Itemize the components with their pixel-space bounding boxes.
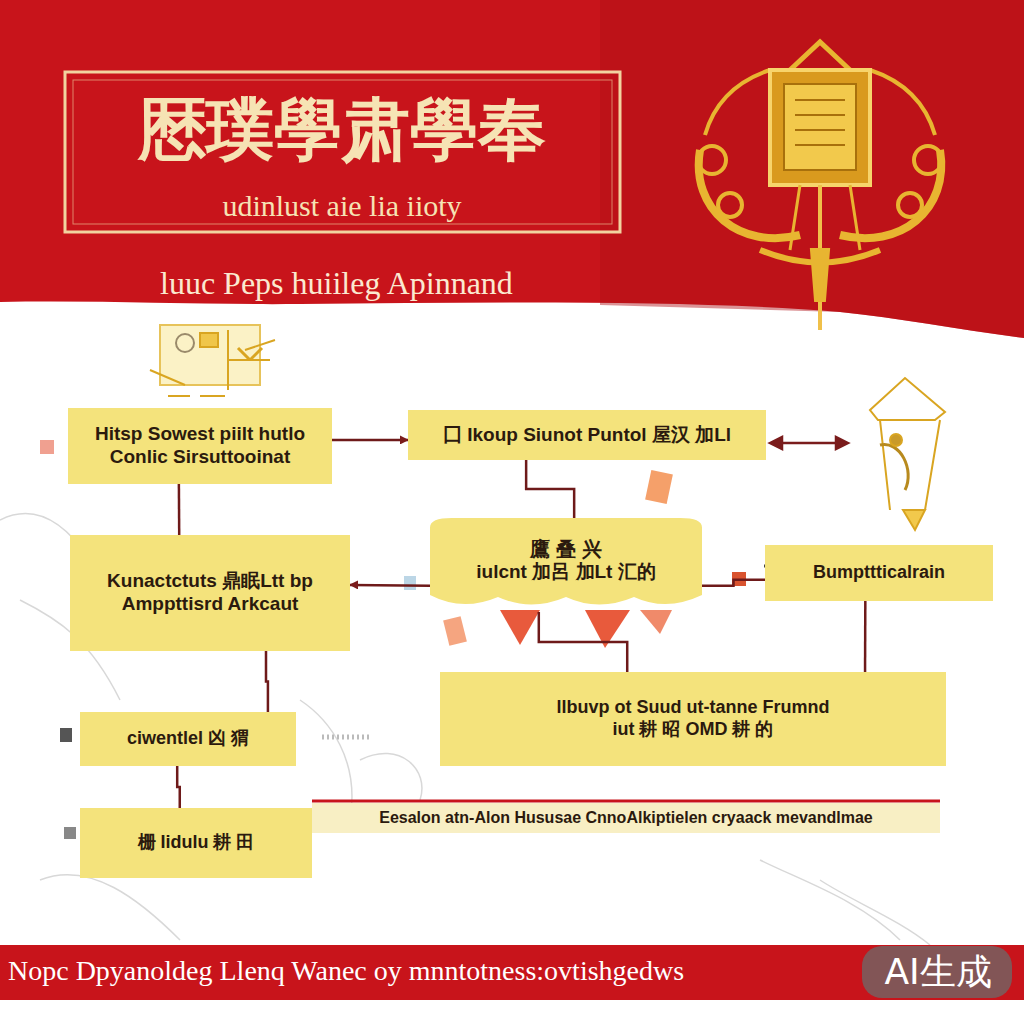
connector [177,766,180,808]
header-shade [600,0,1024,338]
title-frame [65,72,620,232]
box-heading: ciwentlel 凶 猬 [127,728,249,750]
box-heading: 囗 Ikoup Siunot Puntol 屋汉 加Ll [443,424,731,447]
caption-bar: Eesalon atn-Alon Hususae CnnoAlkiptielen… [312,803,940,833]
box-body: iut 耕 昭 OMD 耕 的 [613,719,774,741]
connector [332,439,408,442]
title-frame-inner [73,80,612,224]
connector [864,601,867,672]
process-box: llbuvp ot Suud ut-tanne Frumndiut 耕 昭 OM… [440,672,946,766]
watermark-badge [862,946,1012,998]
box-heading: llbuvp ot Suud ut-tanne Frumnd [557,697,830,719]
box-heading: 栅 Iidulu 耕 田 [138,832,255,854]
orange-accents [40,440,780,839]
red-footer-band [0,945,1024,1000]
connector [350,584,430,587]
box-body: iulcnt 加呂 加Lt 汇的 [476,561,655,584]
connector [266,651,268,712]
scalloped-fill [430,518,702,604]
connector [702,580,765,586]
red-header-band [0,0,1024,338]
box-heading: Hitsp Sowest piilt hutlo Conlic Sirsutto… [78,423,322,469]
process-box: 栅 Iidulu 耕 田 [80,808,312,878]
process-box: ciwentlel 凶 猬 [80,712,296,766]
gold-emblem [698,42,942,330]
connector [526,460,574,518]
connector [539,612,627,672]
header-line: luuc Peps huiileg Apinnand [160,264,513,302]
box-heading: Bumpttticalrain [813,562,945,584]
gold-stand [870,378,945,530]
scalloped-box: 鷹 叠 兴iulcnt 加呂 加Lt 汇的 [430,518,702,612]
watermark: AI生成 [872,950,1004,993]
box-heading: 鷹 叠 兴 [530,537,601,561]
title: 厯璞學肃學奉 [72,92,612,167]
gold-icons [150,325,275,396]
footer-text: Nopc Dpyanoldeg Llenq Wanec oy mnntotnes… [8,954,684,988]
box-heading: Eesalon atn-Alon Hususae CnnoAlkiptielen… [379,808,873,827]
connector [178,484,181,535]
box-body: Amppttisrd Arkcaut [122,593,299,616]
subtitle: udinlust aie lia iioty [72,188,612,224]
box-heading: Kunactctuts 鼎眠Ltt bp [107,570,313,593]
process-box: Kunactctuts 鼎眠Ltt bpAmppttisrd Arkcaut [70,535,350,651]
process-box: Bumpttticalrain [765,545,993,601]
process-box: Hitsp Sowest piilt hutlo Conlic Sirsutto… [68,408,332,484]
side-arrow [770,437,848,449]
process-box: 囗 Ikoup Siunot Puntol 屋汉 加Ll [408,410,766,460]
